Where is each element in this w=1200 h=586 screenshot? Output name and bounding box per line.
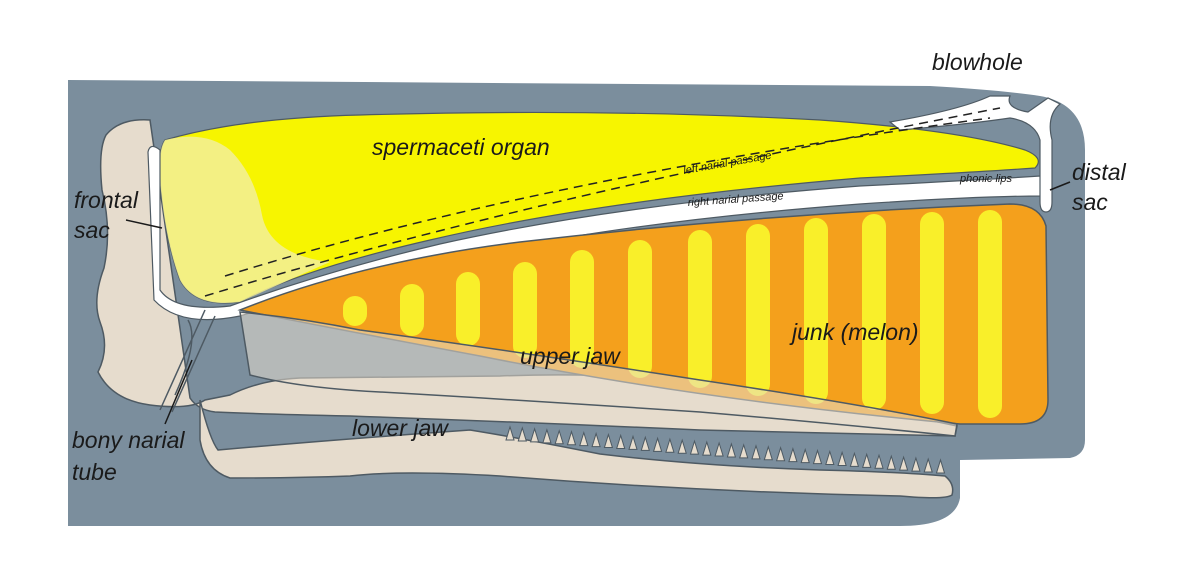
junk-stripe [343,296,367,326]
tooth [898,455,909,471]
label-spermaceti-organ: spermaceti organ [372,134,550,160]
tooth [677,438,687,454]
tooth [554,429,564,445]
tooth [579,430,589,447]
tooth [689,439,700,455]
tooth [702,440,712,456]
label-frontal-sac-2: sac [74,217,110,243]
tooth [775,446,786,462]
tooth [566,430,577,446]
tooth [800,447,810,464]
tooth [542,428,552,444]
junk-stripe [628,240,652,378]
junk-stripe [456,272,480,346]
tooth [788,446,798,463]
tooth [714,441,724,457]
tooth [739,443,749,459]
label-lower-jaw: lower jaw [352,415,449,441]
junk-stripe [400,284,424,336]
junk-stripe [688,230,712,388]
junk-stripe [920,212,944,414]
label-bony-narial-tube-2: tube [72,459,117,485]
junk-stripe [746,224,770,396]
left-narial-passage-lines [204,107,1001,297]
label-phonic-lips: phonic lips [959,173,1012,185]
junk-stripe [570,250,594,368]
tooth [935,458,946,474]
tooth [886,454,896,470]
tooth [923,457,933,473]
tooth [726,442,737,458]
tooth [825,449,835,466]
tooth [874,453,884,469]
tooth [603,432,614,449]
label-bony-narial-tube-1: bony narial [72,427,185,453]
label-blowhole: blowhole [932,49,1023,75]
bony-narial-tube-bone [159,309,216,413]
distal-sac [888,95,1062,213]
tooth [751,444,761,460]
tooth [505,425,515,441]
distal-sac-leader [1049,181,1071,191]
label-distal-sac-2: sac [1072,189,1108,215]
tooth [911,456,921,472]
junk-stripe [978,210,1002,418]
tooth [763,445,773,461]
bony-narial-tube-leader [164,359,193,425]
tooth [652,436,663,452]
tooth [616,433,626,449]
lower-jaw-bone [199,399,954,499]
junk-stripe [513,262,537,358]
label-frontal-sac-1: frontal [74,187,139,213]
upper-jaw-bone [239,311,958,437]
label-distal-sac-1: distal [1072,159,1127,185]
junk-stripe [862,214,886,410]
junk-stripes [343,210,1002,418]
skull-bone [96,119,958,437]
tooth [628,434,638,450]
lower-jaw-teeth [505,425,946,474]
tooth [591,431,601,448]
tooth [529,427,540,443]
junk-stripe [804,218,828,404]
label-junk-melon: junk (melon) [789,319,919,345]
tooth [862,452,872,468]
tooth [640,435,650,451]
watermark: 头条 @华笺流香 [962,538,1138,566]
label-upper-jaw: upper jaw [520,343,621,369]
tooth [837,450,847,466]
tooth [517,426,527,442]
tooth [812,448,823,465]
spermaceti-rear-overlay [159,136,330,304]
frontal-sac-leader [125,219,163,229]
tooth [849,451,860,467]
tooth [665,437,675,453]
